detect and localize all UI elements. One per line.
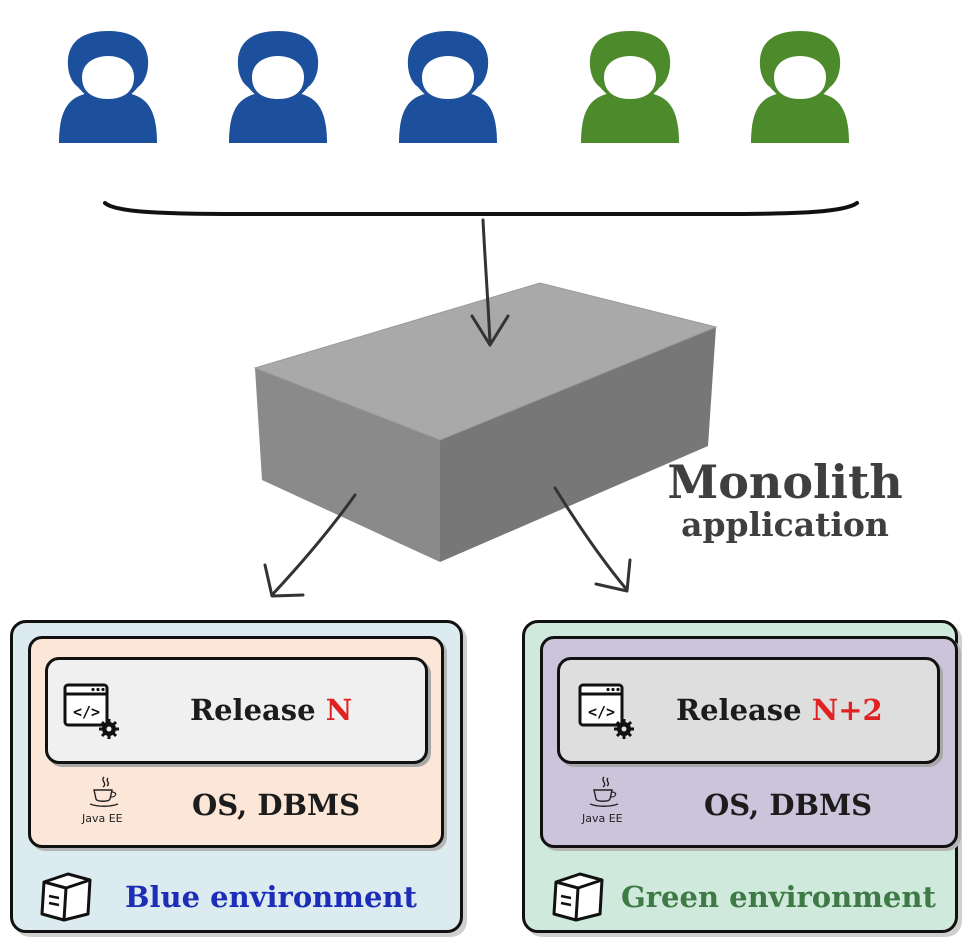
user-icon: [229, 31, 327, 143]
arrow-to-monolith: [470, 218, 510, 347]
server-icon: [40, 872, 92, 922]
arrow-to-blue: [263, 493, 357, 598]
monolith-title: Monolith: [667, 455, 903, 509]
monolith-block: [253, 282, 718, 562]
server-icon: [552, 872, 604, 922]
green-release-label: Release N+2: [676, 693, 883, 727]
java-cup-icon: [89, 776, 119, 807]
user-icon: [59, 31, 157, 143]
users-bracket: [103, 201, 859, 216]
blue-release-box: [45, 657, 428, 764]
java-ee-label: Java EE: [582, 812, 623, 825]
code-window-icon: </>: [578, 683, 634, 739]
release-version: N+2: [811, 693, 883, 727]
blue-stack-label: OS, DBMS: [192, 788, 361, 822]
release-version: N: [325, 693, 353, 727]
java-ee-label: Java EE: [82, 812, 123, 825]
green-environment-label: Green environment: [621, 880, 936, 914]
user-icon: [399, 31, 497, 143]
green-stack-label: OS, DBMS: [704, 788, 873, 822]
monolith-subtitle: application: [681, 505, 889, 544]
code-window-icon: </>: [63, 683, 119, 739]
blue-release-label: Release N: [190, 693, 352, 727]
svg-text:</>: </>: [73, 703, 100, 721]
arrow-to-green: [553, 486, 632, 593]
blue-environment-label: Blue environment: [125, 880, 417, 914]
user-icon: [581, 31, 679, 143]
release-prefix: Release: [676, 693, 802, 727]
release-prefix: Release: [190, 693, 316, 727]
user-icon: [751, 31, 849, 143]
java-cup-icon: [589, 776, 619, 807]
svg-text:</>: </>: [588, 703, 615, 721]
